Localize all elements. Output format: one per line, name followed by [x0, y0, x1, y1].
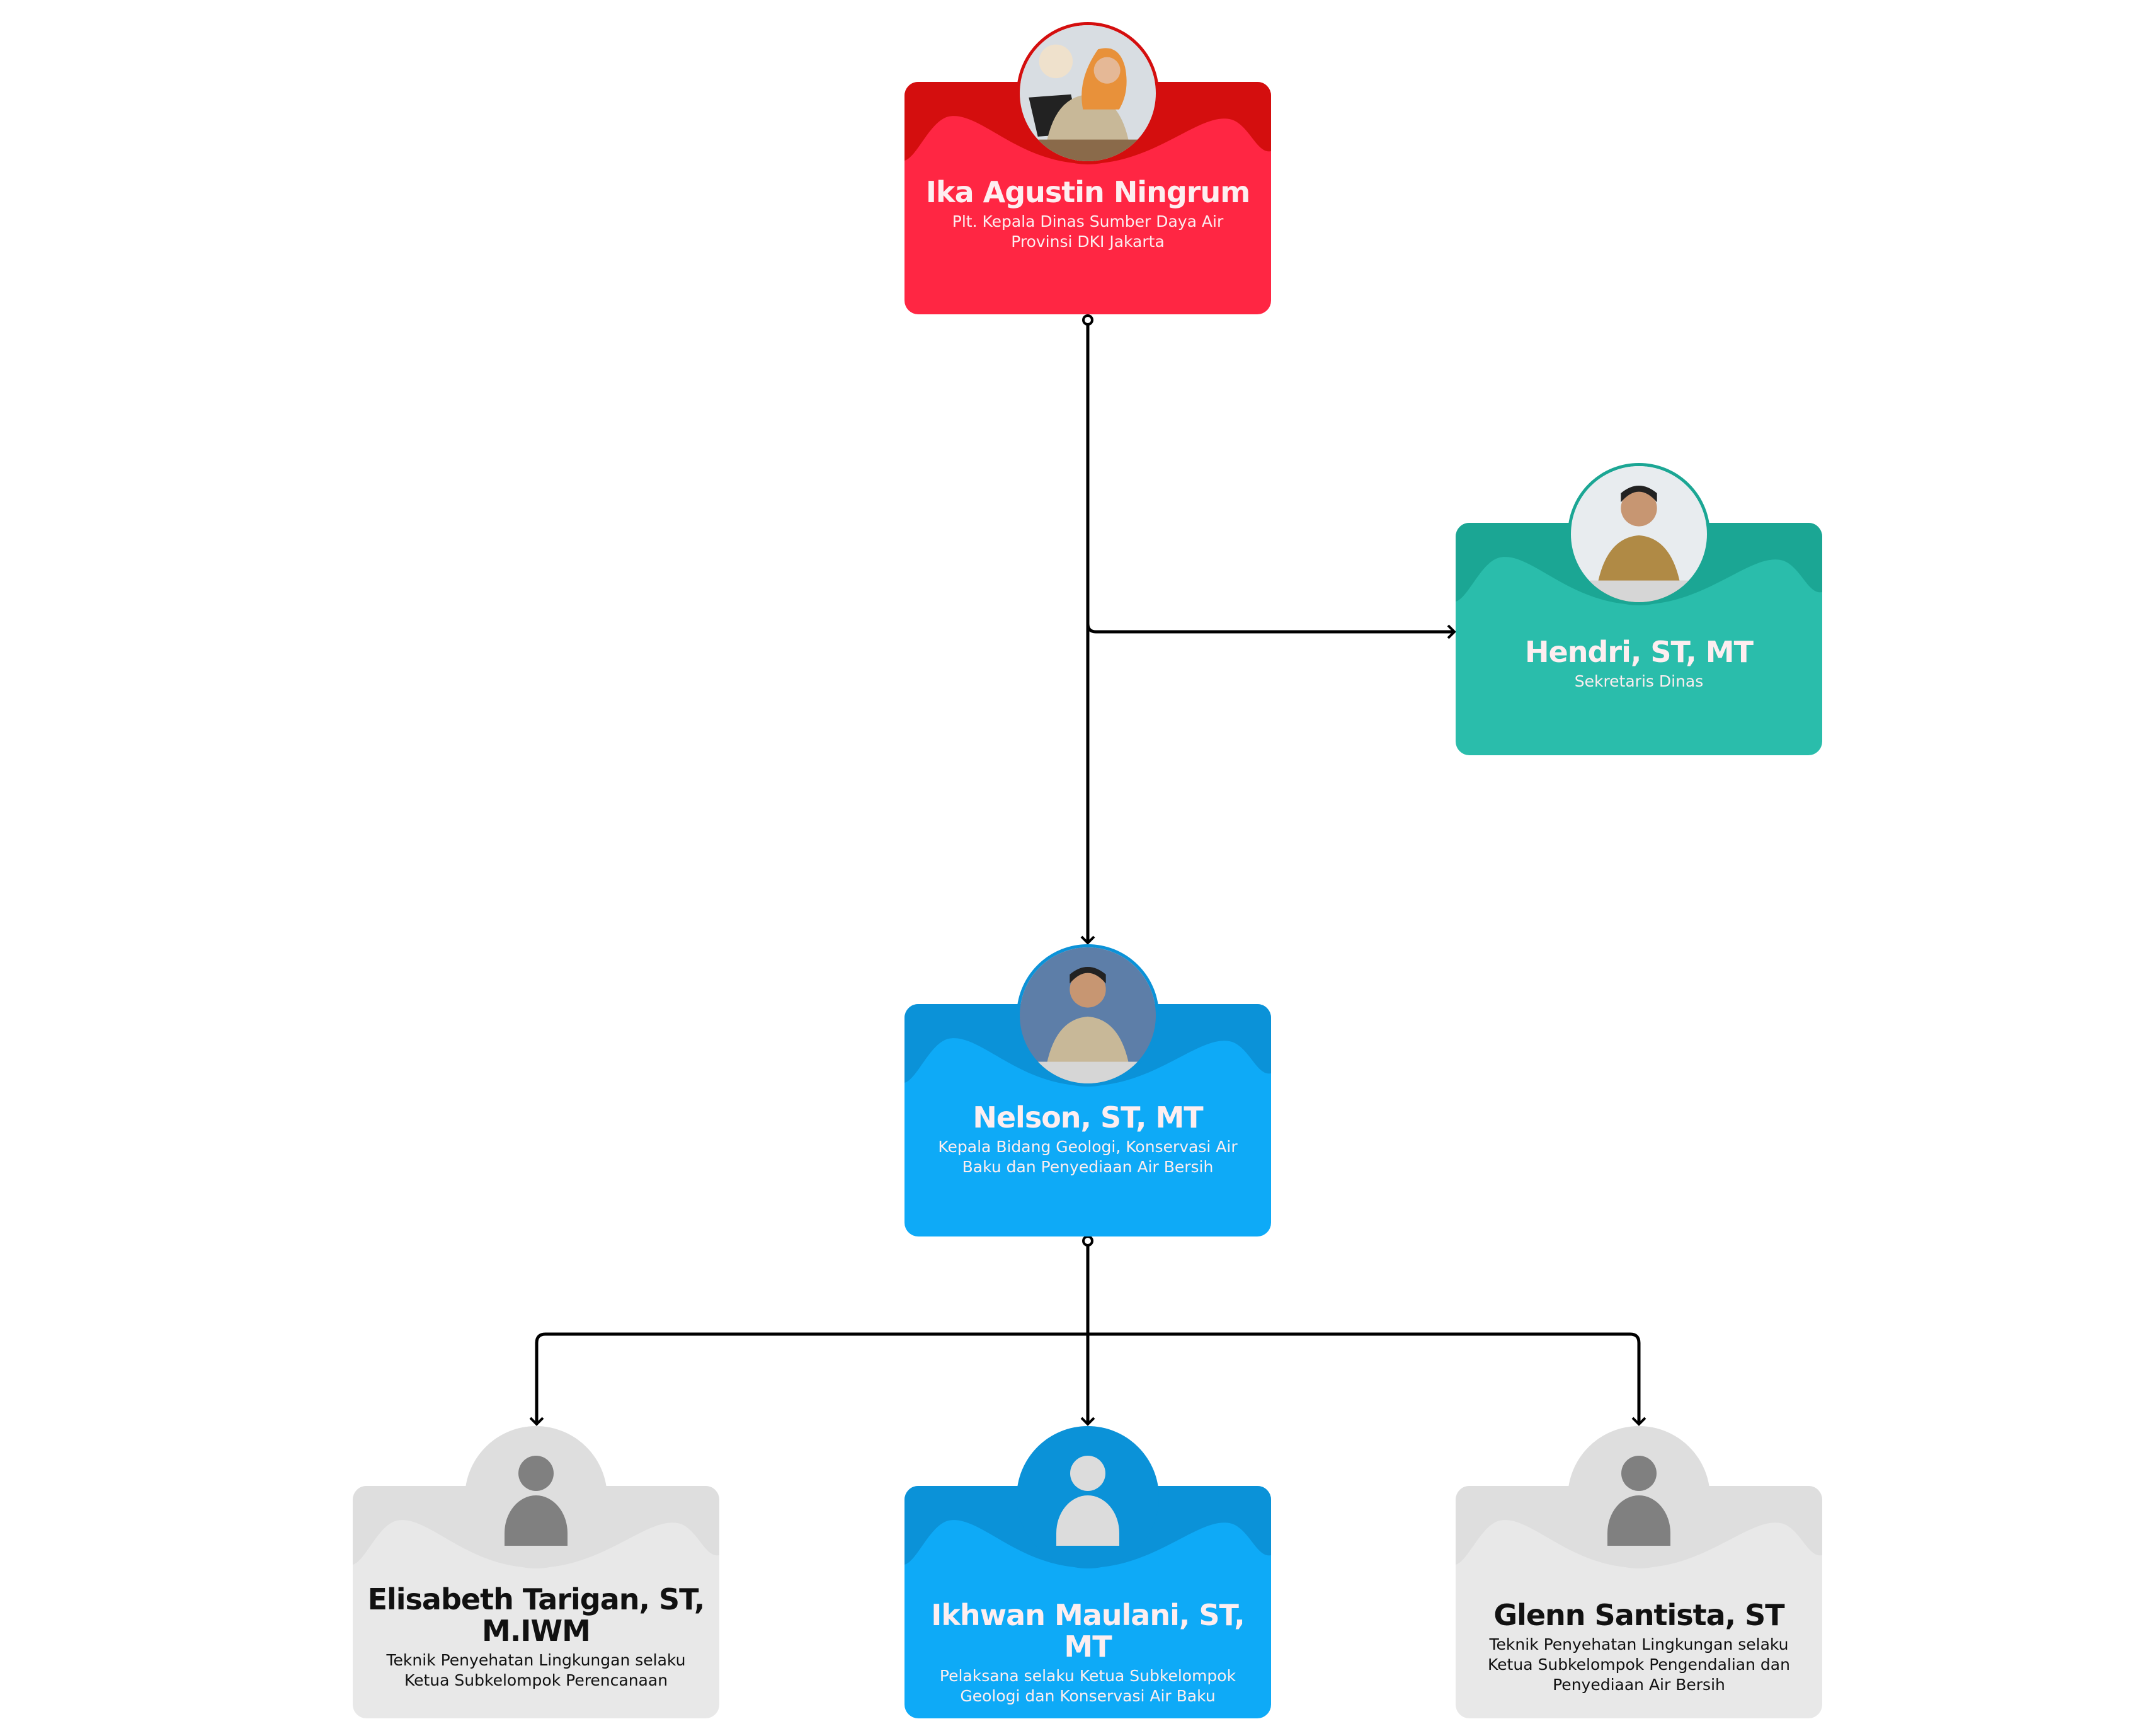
avatar-photo [1017, 22, 1159, 164]
person-name: Nelson, ST, MT [973, 1100, 1203, 1134]
connector-dot-head [1082, 314, 1093, 326]
person-role: Plt. Kepala Dinas Sumber Daya Air Provin… [952, 212, 1224, 251]
person-role: Kepala Bidang Geologi, Konservasi Air Ba… [938, 1138, 1238, 1176]
connector-dot-division [1082, 1235, 1093, 1247]
avatar-photo [1568, 463, 1710, 605]
avatar-photo [1017, 944, 1159, 1087]
org-card-sub2: Ikhwan Maulani, ST, MT Pelaksana selaku … [904, 1486, 1271, 1718]
person-role: Sekretaris Dinas [1574, 672, 1704, 690]
person-role: Teknik Penyehatan Lingkungan selaku Ketu… [386, 1651, 686, 1689]
person-name: Ika Agustin Ningrum [925, 175, 1250, 209]
person-role: Teknik Penyehatan Lingkungan selaku Ketu… [1488, 1635, 1790, 1694]
person-name: Glenn Santista, ST [1493, 1598, 1784, 1632]
person-name: Hendri, ST, MT [1525, 635, 1754, 669]
avatar-placeholder-user-icon [1568, 1426, 1710, 1568]
line-head-to-secretary [1086, 623, 1456, 639]
person-name: Elisabeth Tarigan, ST, M.IWM [367, 1582, 705, 1648]
avatar-placeholder-user-icon [465, 1426, 607, 1568]
line-to-sub3 [1088, 1332, 1646, 1426]
person-role: Pelaksana selaku Ketua Subkelompok Geolo… [939, 1667, 1236, 1705]
line-to-sub1 [529, 1332, 1088, 1426]
person-name: Ikhwan Maulani, ST, MT [931, 1598, 1245, 1664]
avatar-placeholder-user-icon [1017, 1426, 1159, 1568]
